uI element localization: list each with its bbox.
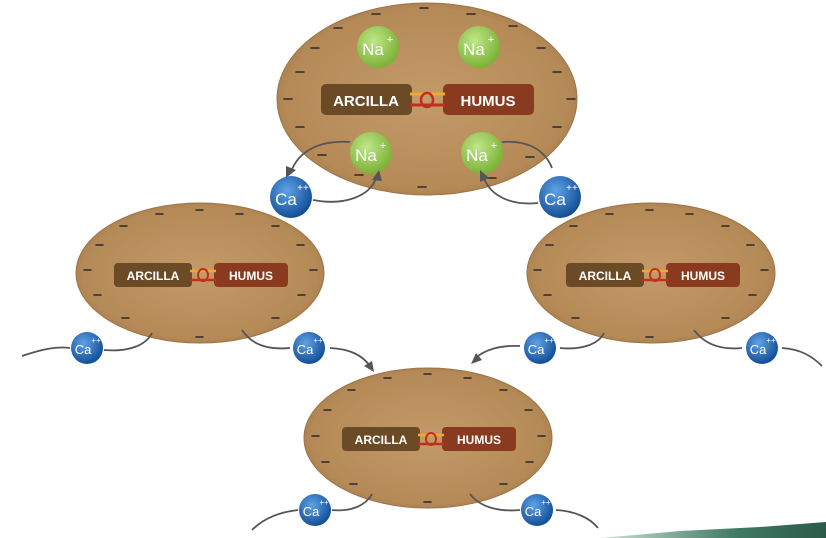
calcium-charge: ++ bbox=[766, 336, 776, 345]
calcium-ion: Ca ++ bbox=[524, 332, 556, 364]
sodium-symbol: Na bbox=[466, 146, 488, 165]
sodium-ion: Na + bbox=[350, 132, 392, 174]
clay-label: ARCILLA bbox=[333, 93, 399, 110]
clay-humus-bond: ARCILLA HUMUS bbox=[321, 84, 534, 115]
calcium-charge: ++ bbox=[566, 183, 578, 194]
curved-arrow-icon bbox=[501, 140, 553, 169]
sodium-symbol: Na bbox=[362, 40, 384, 59]
calcium-ion: Ca ++ bbox=[539, 176, 581, 218]
calcium-symbol: Ca bbox=[75, 342, 92, 357]
curved-arrow-icon bbox=[329, 347, 374, 372]
curved-arrow-icon bbox=[286, 140, 351, 178]
sodium-charge: + bbox=[380, 140, 386, 152]
sodium-symbol: Na bbox=[355, 146, 377, 165]
calcium-ion: Ca ++ bbox=[746, 332, 778, 364]
curved-arrow-icon bbox=[312, 170, 382, 203]
sodium-charge: + bbox=[387, 34, 393, 46]
sodium-charge: + bbox=[491, 140, 497, 152]
calcium-symbol: Ca bbox=[303, 504, 320, 519]
calcium-ion: Ca ++ bbox=[71, 332, 103, 364]
calcium-symbol: Ca bbox=[528, 342, 545, 357]
calcium-charge: ++ bbox=[319, 498, 329, 507]
sodium-ion: Na + bbox=[458, 26, 500, 68]
calcium-symbol: Ca bbox=[275, 190, 297, 209]
curved-arrow-icon bbox=[241, 329, 291, 350]
humus-label: HUMUS bbox=[681, 269, 725, 283]
soil-particle-bottom: ARCILLA HUMUS bbox=[303, 367, 553, 509]
clay-label: ARCILLA bbox=[127, 269, 180, 283]
curved-arrow-icon bbox=[331, 493, 373, 512]
curved-arrow-icon bbox=[251, 509, 299, 531]
humus-label: HUMUS bbox=[457, 433, 501, 447]
calcium-ion: Ca ++ bbox=[270, 176, 312, 218]
calcium-symbol: Ca bbox=[544, 190, 566, 209]
clay-label: ARCILLA bbox=[355, 433, 408, 447]
clay-humus-bond: ARCILLA HUMUS bbox=[566, 263, 740, 287]
decorative-corner-strip bbox=[600, 522, 826, 538]
calcium-ion: Ca ++ bbox=[299, 494, 331, 526]
curved-arrow-icon bbox=[693, 329, 743, 350]
negative-charges bbox=[311, 373, 546, 503]
calcium-ion: Ca ++ bbox=[521, 494, 553, 526]
curved-arrow-icon bbox=[21, 346, 71, 357]
clay-humus-bond: ARCILLA HUMUS bbox=[114, 263, 288, 287]
calcium-ion: Ca ++ bbox=[293, 332, 325, 364]
calcium-symbol: Ca bbox=[297, 342, 314, 357]
curved-arrow-icon bbox=[555, 509, 599, 529]
calcium-symbol: Ca bbox=[750, 342, 767, 357]
curved-arrow-icon bbox=[471, 345, 521, 364]
clay-humus-bond: ARCILLA HUMUS bbox=[342, 427, 516, 451]
negative-charges bbox=[83, 209, 318, 338]
soil-particle-right: ARCILLA HUMUS bbox=[526, 202, 776, 344]
curved-arrow-icon bbox=[559, 332, 605, 350]
curved-arrow-icon bbox=[103, 332, 153, 352]
humus-label: HUMUS bbox=[461, 93, 516, 110]
sodium-ion: Na + bbox=[357, 26, 399, 68]
humus-label: HUMUS bbox=[229, 269, 273, 283]
calcium-charge: ++ bbox=[297, 183, 309, 194]
negative-charges bbox=[283, 7, 576, 188]
calcium-charge: ++ bbox=[544, 336, 554, 345]
sodium-charge: + bbox=[488, 34, 494, 46]
calcium-symbol: Ca bbox=[525, 504, 542, 519]
sodium-ion: Na + bbox=[461, 132, 503, 174]
calcium-charge: ++ bbox=[313, 336, 323, 345]
curved-arrow-icon bbox=[480, 170, 539, 205]
curved-arrow-icon bbox=[781, 347, 823, 367]
calcium-charge: ++ bbox=[541, 498, 551, 507]
soil-particle-top: ARCILLA HUMUS Na + Na + Na + Na + bbox=[276, 2, 578, 196]
negative-charges bbox=[533, 209, 769, 338]
clay-label: ARCILLA bbox=[579, 269, 632, 283]
calcium-charge: ++ bbox=[91, 336, 101, 345]
curved-arrow-icon bbox=[469, 493, 521, 512]
soil-particle-left: ARCILLA HUMUS bbox=[75, 202, 325, 344]
sodium-symbol: Na bbox=[463, 40, 485, 59]
